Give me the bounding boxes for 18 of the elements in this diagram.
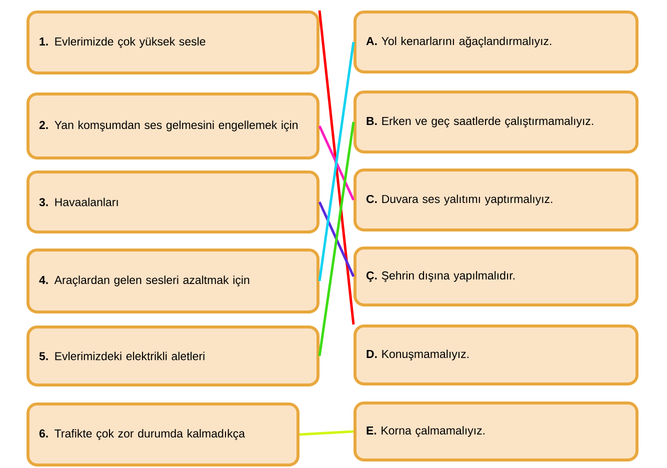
answer-box: B. Erken ve geç saatlerde çalıştırmamalıyız. bbox=[354, 90, 638, 154]
answer-box: 5. Evlerimizdeki elektrikli aletleri bbox=[26, 326, 320, 386]
answer-box: A. Yol kenarlarını ağaçlandırmalıyız. bbox=[354, 10, 638, 74]
answer-box: C. Duvara ses yalıtımı yaptırmalıyız. bbox=[354, 168, 638, 232]
answer-box: 2. Yan komşumdan ses gelmesini engellemek için bbox=[26, 92, 320, 160]
answer-box: 4. Araçlardan gelen sesleri azaltmak için bbox=[26, 248, 320, 314]
matching-line bbox=[318, 201, 355, 278]
matching-line bbox=[318, 122, 355, 356]
matching-line bbox=[318, 10, 355, 325]
matching-line bbox=[318, 42, 355, 282]
answer-box: Ç. Şehrin dışına yapılmalıdır. bbox=[354, 246, 638, 306]
answer-box: E. Korna çalmamalıyız. bbox=[354, 402, 638, 462]
answer-box: D. Konuşmamalıyız. bbox=[354, 324, 638, 386]
matching-line bbox=[299, 430, 354, 436]
answer-box: 3. Havaalanları bbox=[26, 170, 320, 234]
answer-box: 6. Trafikte çok zor durumda kalmadıkça bbox=[26, 402, 300, 466]
matching-line bbox=[318, 125, 355, 201]
answer-box: 1. Evlerimizde çok yüksek sesle bbox=[26, 10, 320, 74]
